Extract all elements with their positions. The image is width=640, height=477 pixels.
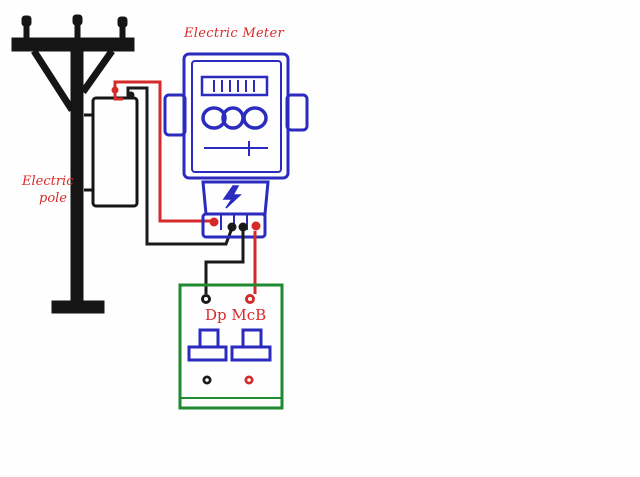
meter-title: Electric Meter	[184, 26, 284, 41]
phase-wire-pole-to-meter	[113, 80, 214, 223]
meter-inner-frame	[191, 60, 282, 173]
electric-pole	[11, 14, 135, 314]
meter-terminal-neutral-in	[227, 222, 237, 232]
pole-label-line1: Electric	[22, 174, 74, 189]
meter-body	[182, 52, 290, 180]
pole-arm-stub-middle	[74, 23, 81, 40]
mcb-pole-right-toggle	[241, 328, 263, 349]
mcb-output-terminal-neutral-screw	[205, 378, 209, 382]
mcb-pole-right-body	[230, 345, 272, 362]
mcb-pole-left-toggle	[198, 328, 220, 349]
pole-fuse-box	[84, 96, 139, 208]
pole-label-line2: pole	[39, 191, 67, 206]
pole-fuse-box-body	[91, 96, 139, 208]
meter-ear-right	[285, 93, 309, 132]
pole-arm-stub-right	[119, 25, 126, 40]
dp-mcb-box	[178, 283, 284, 410]
meter-terminal-phase-out	[251, 221, 261, 231]
electric-meter	[163, 52, 309, 239]
mcb-output-terminal-phase-screw	[247, 378, 251, 382]
meter-display-segments	[213, 80, 255, 92]
neutral-wire-pole-to-meter	[126, 86, 234, 246]
neutral-terminal-pole	[127, 91, 135, 99]
meter-dial-1	[201, 106, 227, 130]
pole-brace-right	[80, 48, 115, 95]
mcb-input-terminal-phase-screw	[248, 297, 252, 301]
meter-dial-3	[242, 106, 268, 130]
pole-brace-left	[31, 49, 75, 112]
phase-terminal-pole	[111, 86, 119, 94]
pole-cross-arm	[11, 37, 135, 52]
pole-arm-stub-left	[23, 24, 30, 40]
neutral-wire-meter-to-mcb	[204, 231, 245, 294]
meter-terminal-neutral-out	[238, 222, 248, 232]
lightning-bolt-icon	[222, 185, 242, 209]
mcb-input-terminal-neutral-screw	[204, 297, 208, 301]
meter-ear-left	[163, 93, 187, 137]
pole-base	[51, 300, 105, 314]
mcb-label: Dp McB	[205, 306, 267, 324]
meter-display	[200, 75, 269, 97]
meter-terminal-phase-in	[209, 217, 219, 227]
mcb-box-outer	[178, 283, 284, 410]
mcb-pole-left-body	[187, 345, 228, 362]
